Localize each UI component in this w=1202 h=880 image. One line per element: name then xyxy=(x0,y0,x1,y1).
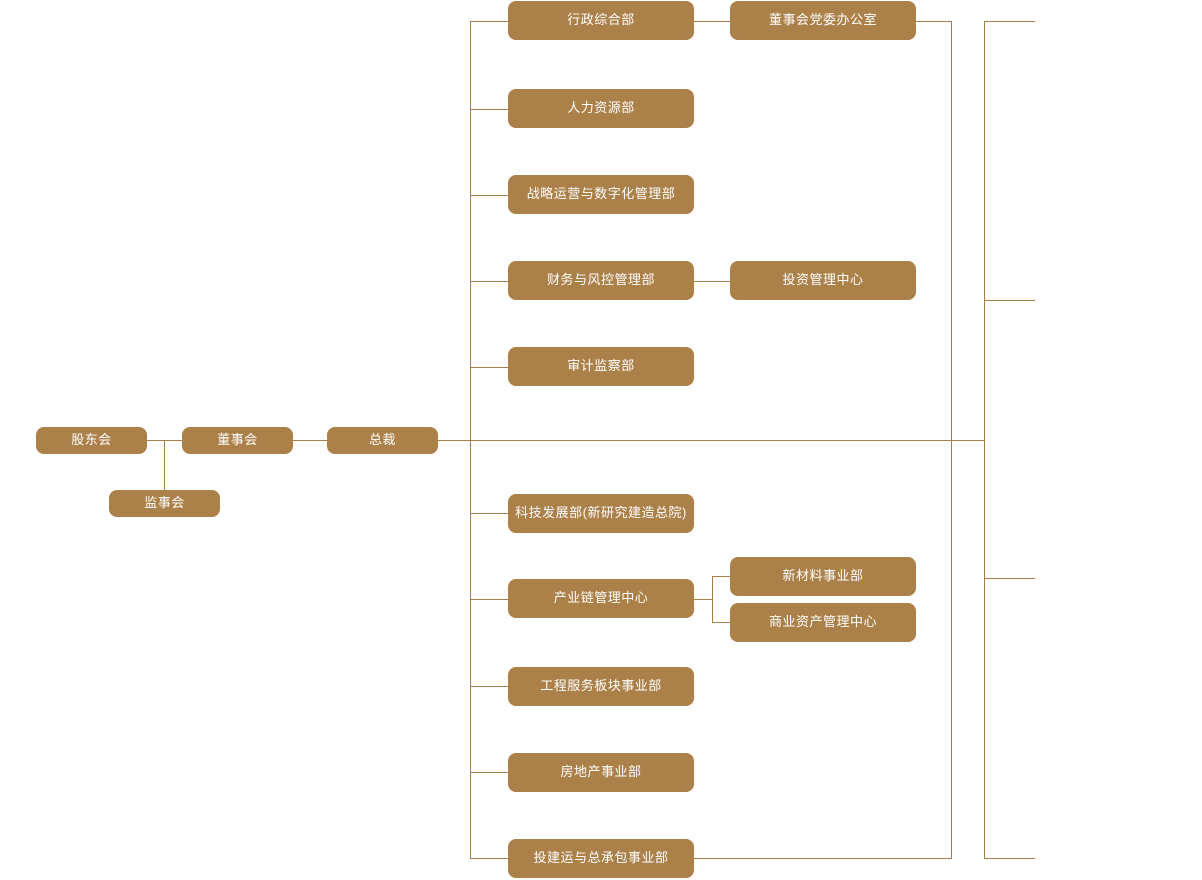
connector-rail-to-industry-chain-center xyxy=(470,599,508,600)
node-investment-management-center[interactable]: 投资管理中心 xyxy=(730,261,916,300)
connector-rail-to-real-estate-unit xyxy=(470,772,508,773)
node-board-of-directors[interactable]: 董事会 xyxy=(182,427,293,454)
connector-board-to-president xyxy=(293,440,327,441)
node-new-materials-division[interactable]: 新材料事业部 xyxy=(730,557,916,596)
node-finance-risk-dept[interactable]: 财务与风控管理部 xyxy=(508,261,694,300)
node-president[interactable]: 总裁 xyxy=(327,427,438,454)
node-tech-development-dept[interactable]: 科技发展部(新研究建造总院) xyxy=(508,494,694,533)
node-shareholders-meeting[interactable]: 股东会 xyxy=(36,427,147,454)
connector-rail-to-engineering-services-unit xyxy=(470,686,508,687)
connector-rail-to-admin-dept xyxy=(470,21,508,22)
connector-rail-to-finance-dept xyxy=(470,281,508,282)
connector-rail-to-strategy-dept xyxy=(470,195,508,196)
rail-departments-main xyxy=(470,21,471,859)
connector-inner-rail-bottom xyxy=(694,858,952,859)
node-real-estate-division[interactable]: 房地产事业部 xyxy=(508,753,694,792)
connector-industry-chain-branch-rail xyxy=(712,576,713,622)
node-strategy-digital-dept[interactable]: 战略运营与数字化管理部 xyxy=(508,175,694,214)
connector-finance-to-investment-center xyxy=(694,281,730,282)
connector-outer-rail-stub-top xyxy=(984,21,1035,22)
connector-rail-to-tech-dept xyxy=(470,513,508,514)
connector-president-trunk xyxy=(438,440,984,441)
connector-industry-chain-stem xyxy=(694,599,712,600)
node-hr-dept[interactable]: 人力资源部 xyxy=(508,89,694,128)
node-industry-chain-management-center[interactable]: 产业链管理中心 xyxy=(508,579,694,618)
connector-party-office-to-inner-rail xyxy=(916,21,952,22)
connector-outer-rail-stub-upper-mid xyxy=(984,300,1035,301)
node-investment-construction-epc-division[interactable]: 投建运与总承包事业部 xyxy=(508,839,694,878)
node-audit-supervision-dept[interactable]: 审计监察部 xyxy=(508,347,694,386)
rail-inner-right xyxy=(951,21,952,859)
node-admin-general-dept[interactable]: 行政综合部 xyxy=(508,1,694,40)
node-engineering-services-division[interactable]: 工程服务板块事业部 xyxy=(508,667,694,706)
connector-rail-to-epc-unit xyxy=(470,858,508,859)
node-supervisory-board[interactable]: 监事会 xyxy=(109,490,220,517)
connector-supervisory-vertical xyxy=(164,440,165,504)
connector-to-commercial-asset-center xyxy=(712,622,730,623)
connector-outer-rail-stub-bottom xyxy=(984,858,1035,859)
connector-to-new-materials-division xyxy=(712,576,730,577)
connector-outer-rail-stub-lower-mid xyxy=(984,578,1035,579)
rail-outer-right xyxy=(984,21,985,859)
connector-rail-to-audit-dept xyxy=(470,367,508,368)
node-board-party-office[interactable]: 董事会党委办公室 xyxy=(730,1,916,40)
node-commercial-asset-management-center[interactable]: 商业资产管理中心 xyxy=(730,603,916,642)
connector-admin-to-party-office xyxy=(694,21,730,22)
connector-rail-to-hr-dept xyxy=(470,109,508,110)
